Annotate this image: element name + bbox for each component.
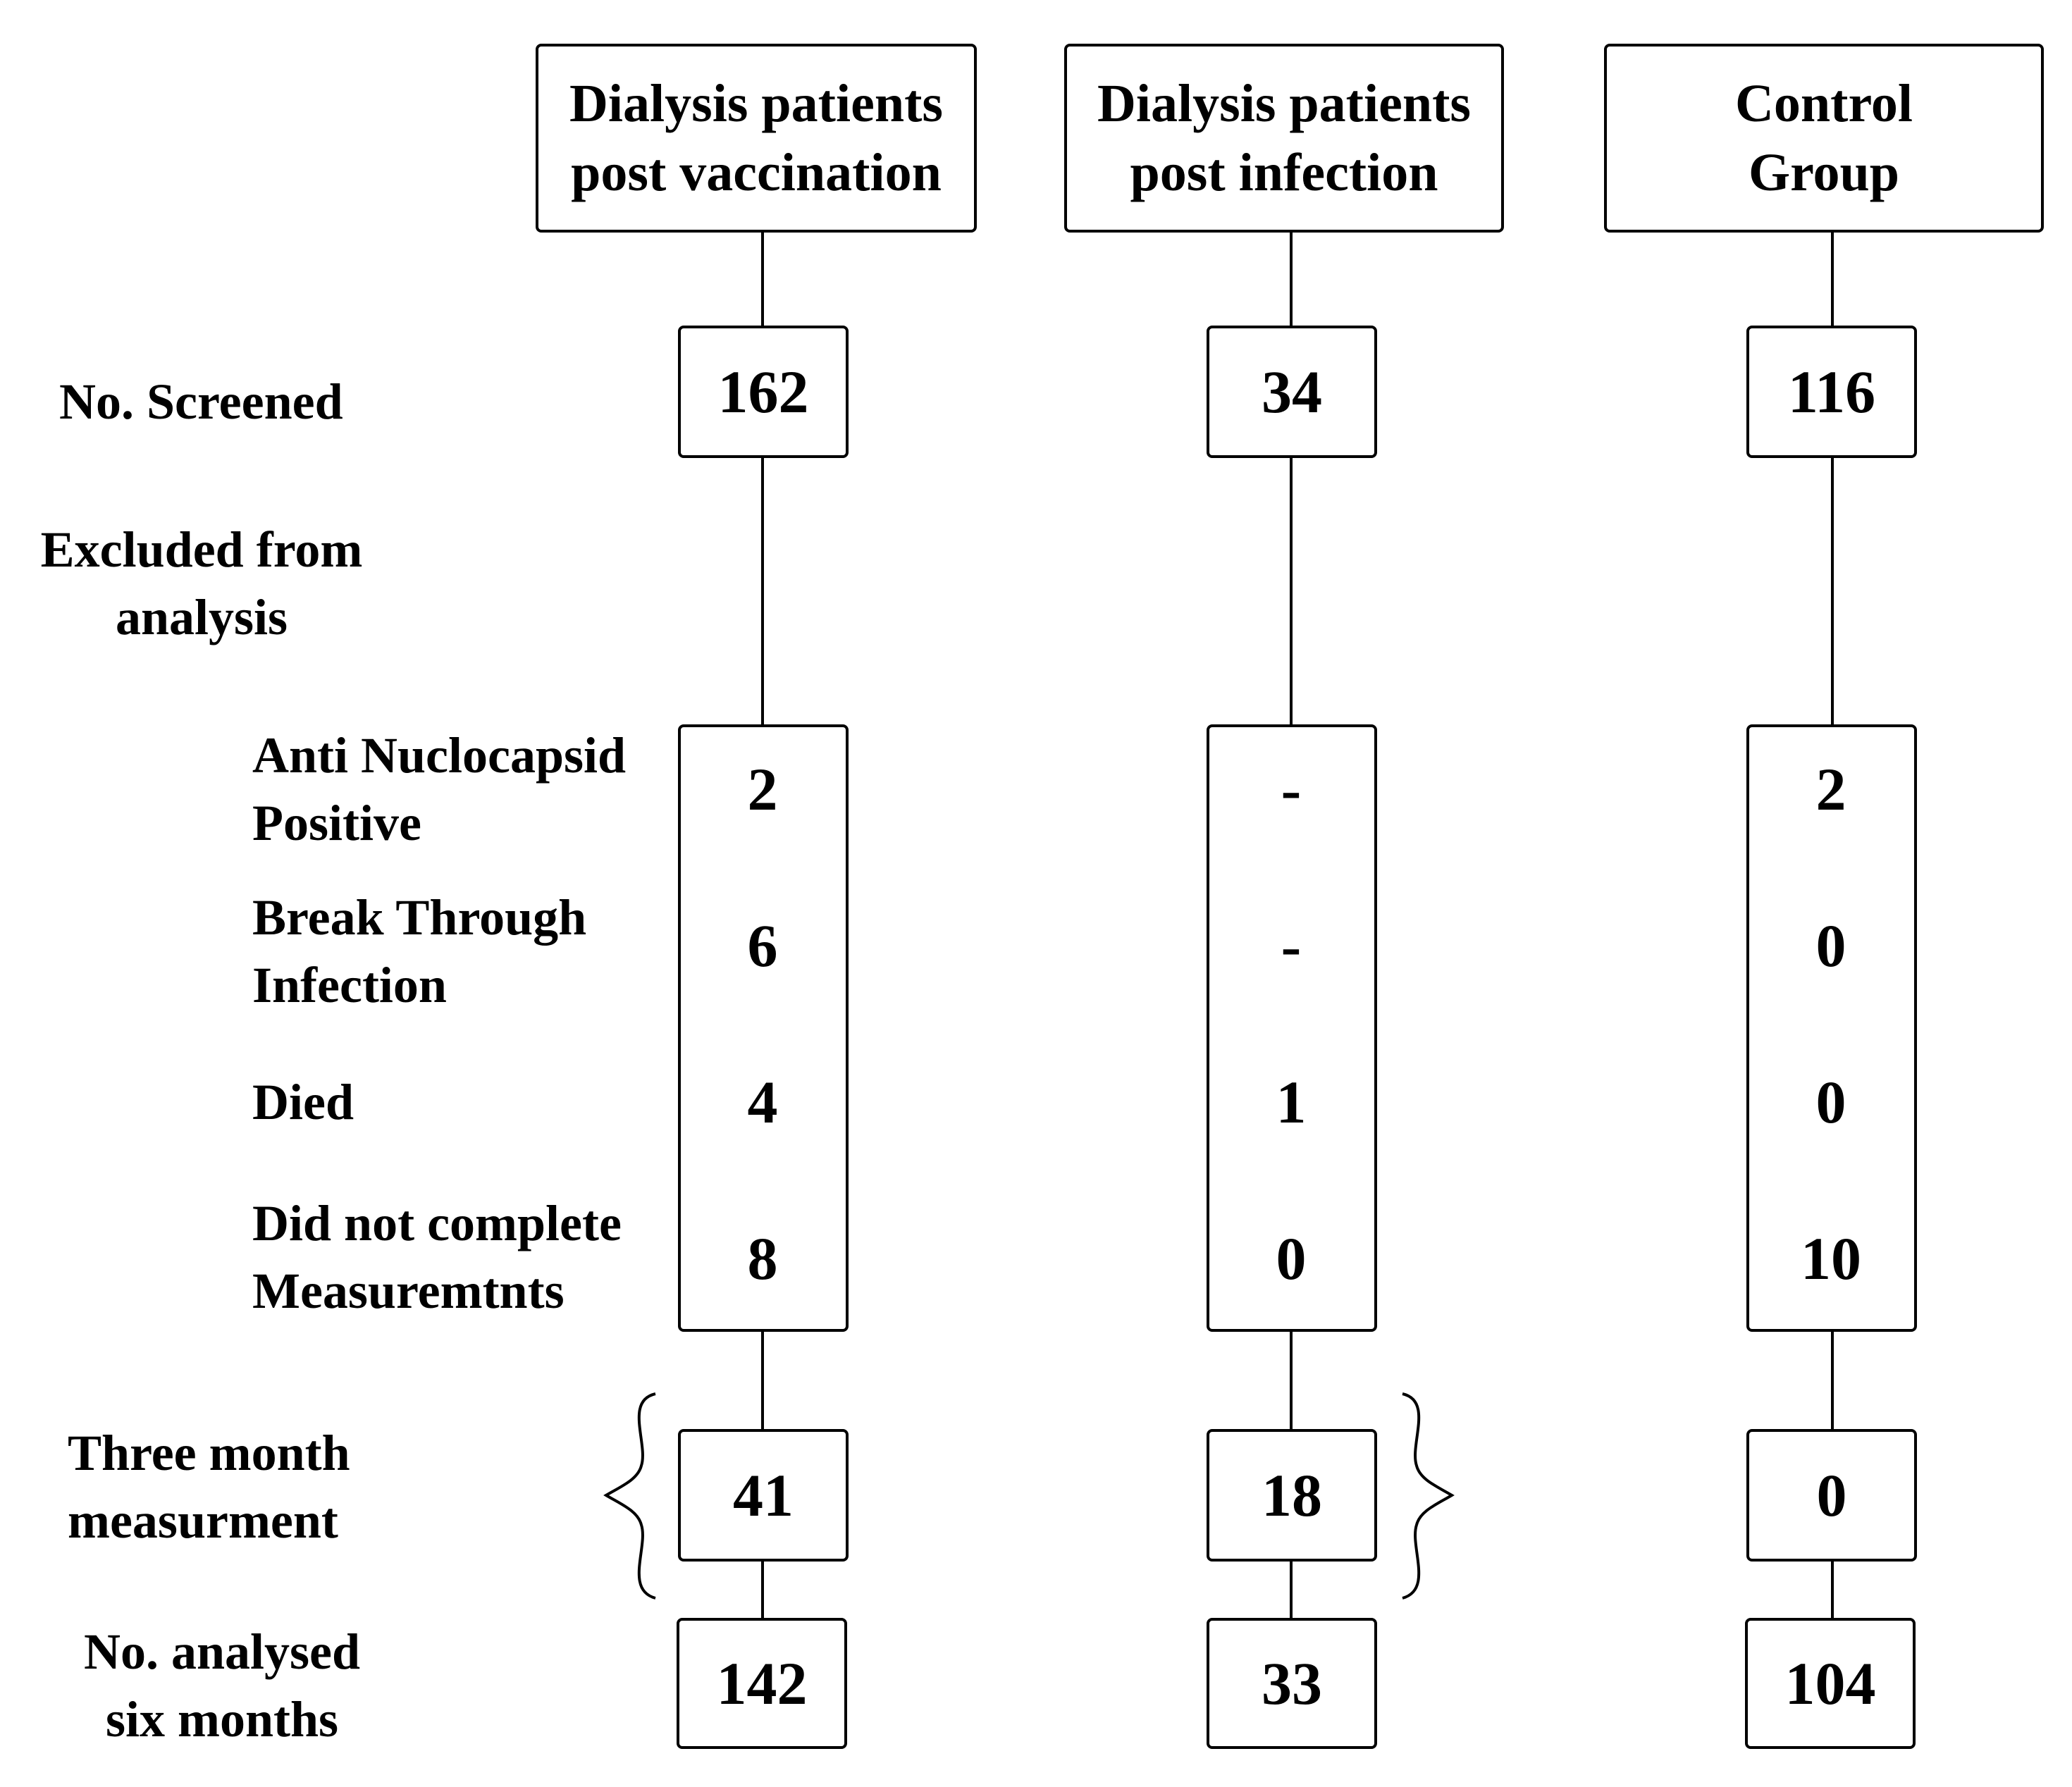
group-header-line2: Group bbox=[1748, 143, 1899, 202]
analysed-label: No. analysed six months bbox=[56, 1618, 388, 1753]
three-month-count-infection: 18 bbox=[1207, 1429, 1377, 1562]
died-value-vaccination: 4 bbox=[747, 1068, 778, 1136]
incomplete-label: Did not complete Measuremtnts bbox=[252, 1189, 622, 1325]
group-header-line1: Dialysis patients bbox=[569, 74, 943, 133]
group-header-control: Control Group bbox=[1604, 44, 2044, 233]
anti-n-value-infection: - bbox=[1281, 755, 1302, 823]
incomplete-value-control: 10 bbox=[1801, 1225, 1861, 1292]
screened-count-infection: 34 bbox=[1207, 326, 1377, 458]
excluded-label-line1: Excluded from bbox=[40, 521, 363, 578]
exclusion-box-control bbox=[1746, 724, 1917, 1332]
incomplete-value-vaccination: 8 bbox=[747, 1225, 778, 1292]
group-header-line1: Control bbox=[1735, 74, 1913, 133]
group-header-line1: Dialysis patients bbox=[1097, 74, 1471, 133]
analysed-count-infection: 33 bbox=[1207, 1618, 1377, 1749]
anti-n-value-control: 2 bbox=[1815, 755, 1846, 823]
died-value-control: 0 bbox=[1815, 1068, 1846, 1136]
left-curly-brace bbox=[603, 1392, 656, 1600]
group-header-infection: Dialysis patients post infection bbox=[1064, 44, 1504, 233]
three-month-label: Three month measurment bbox=[68, 1419, 350, 1554]
breakthrough-label-line2: Infection bbox=[252, 957, 447, 1013]
anti-n-label-line1: Anti Nuclocapsid bbox=[252, 727, 627, 784]
breakthrough-label-line1: Break Through bbox=[252, 889, 587, 946]
excluded-label-line2: analysis bbox=[115, 589, 288, 645]
breakthrough-value-vaccination: 6 bbox=[747, 912, 778, 979]
right-curly-brace bbox=[1402, 1392, 1455, 1600]
three-month-count-vaccination: 41 bbox=[678, 1429, 849, 1562]
died-value-infection: 1 bbox=[1276, 1068, 1307, 1136]
incomplete-label-line2: Measuremtnts bbox=[252, 1263, 565, 1319]
screened-count-control: 116 bbox=[1746, 326, 1917, 458]
exclusion-box-infection bbox=[1207, 724, 1377, 1332]
analysed-label-line2: six months bbox=[105, 1691, 339, 1748]
anti-n-label: Anti Nuclocapsid Positive bbox=[252, 722, 626, 857]
screened-label: No. Screened bbox=[59, 368, 343, 435]
screened-label-text: No. Screened bbox=[59, 373, 343, 430]
died-label: Died bbox=[252, 1068, 354, 1136]
analysed-count-vaccination: 142 bbox=[677, 1618, 847, 1749]
group-header-line2: post infection bbox=[1130, 143, 1438, 202]
screened-count-vaccination: 162 bbox=[678, 326, 849, 458]
group-header-line2: post vaccination bbox=[571, 143, 942, 202]
analysed-count-control: 104 bbox=[1745, 1618, 1916, 1749]
anti-n-label-line2: Positive bbox=[252, 795, 421, 851]
anti-n-value-vaccination: 2 bbox=[747, 755, 778, 823]
three-month-count-control: 0 bbox=[1746, 1429, 1917, 1562]
breakthrough-value-control: 0 bbox=[1815, 912, 1846, 979]
incomplete-value-infection: 0 bbox=[1276, 1225, 1307, 1292]
analysed-label-line1: No. analysed bbox=[83, 1624, 361, 1680]
exclusion-box-vaccination bbox=[678, 724, 849, 1332]
three-month-label-line2: measurment bbox=[68, 1492, 338, 1549]
breakthrough-value-infection: - bbox=[1281, 912, 1302, 979]
excluded-label: Excluded from analysis bbox=[39, 516, 364, 651]
incomplete-label-line1: Did not complete bbox=[252, 1195, 622, 1251]
breakthrough-label: Break Through Infection bbox=[252, 884, 586, 1019]
died-label-text: Died bbox=[252, 1074, 354, 1130]
group-header-vaccination: Dialysis patients post vaccination bbox=[536, 44, 977, 233]
three-month-label-line1: Three month bbox=[68, 1425, 350, 1481]
